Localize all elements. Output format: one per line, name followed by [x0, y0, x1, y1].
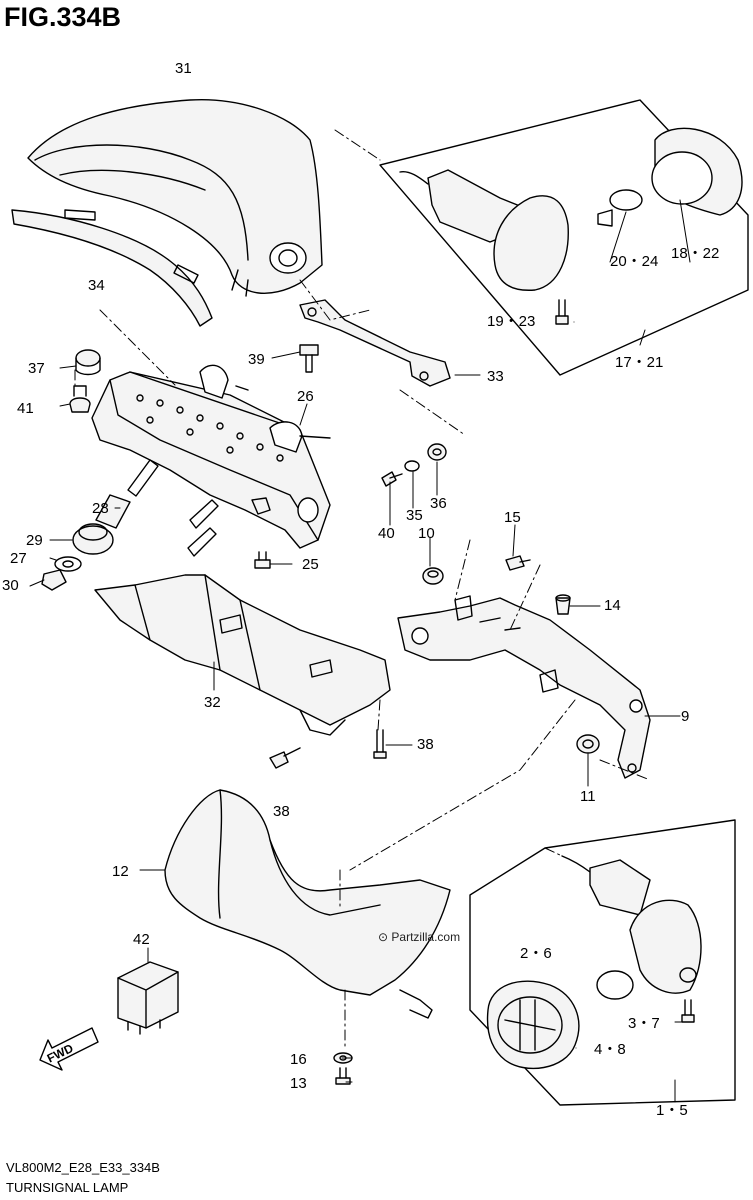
- callout-35: 35: [406, 507, 423, 524]
- callout-11: 11: [580, 788, 596, 805]
- watermark: ⊙ Partzilla.com: [378, 930, 460, 944]
- leader-lines: [29, 199, 691, 1103]
- callout-37: 37: [28, 360, 45, 377]
- watermark-text: Partzilla.com: [391, 930, 461, 944]
- small-fasteners: [422, 555, 600, 754]
- callout-labels: 31 34 37 41 39 26 33 17・21 19・23 20・24 1…: [2, 60, 719, 1119]
- front-turnsignal-assembly: [469, 819, 736, 1106]
- callout-26: 26: [297, 388, 314, 405]
- callout-17-21: 17・21: [615, 354, 663, 371]
- callout-4-8: 4・8: [594, 1041, 626, 1058]
- fwd-arrow: [39, 1027, 99, 1071]
- callout-13: 13: [290, 1075, 307, 1092]
- callout-38-b: 38: [273, 803, 290, 820]
- callout-3-7: 3・7: [628, 1015, 660, 1032]
- lamp-bracket-part: [299, 299, 451, 387]
- grommet-parts: [69, 349, 101, 413]
- callout-2-6: 2・6: [520, 945, 552, 962]
- callout-15: 15: [504, 509, 521, 526]
- support-bracket-part: [91, 364, 331, 549]
- fender-cover-part: [27, 98, 323, 297]
- callout-38-a: 38: [417, 736, 434, 753]
- callout-19-23: 19・23: [487, 313, 535, 330]
- callout-33: 33: [487, 368, 504, 385]
- callout-28: 28: [92, 500, 109, 517]
- callout-9: 9: [681, 708, 689, 725]
- callout-10: 10: [418, 525, 435, 542]
- figure-subtitle: TURNSIGNAL LAMP: [6, 1180, 129, 1195]
- figure-code: VL800M2_E28_E33_334B: [6, 1160, 160, 1175]
- callout-34: 34: [88, 277, 105, 294]
- callout-39: 39: [248, 351, 265, 368]
- callout-14: 14: [604, 597, 621, 614]
- mount-bracket-part: [397, 595, 651, 779]
- callout-36: 36: [430, 495, 447, 512]
- callout-30: 30: [2, 577, 19, 594]
- relay-part: [117, 961, 179, 1035]
- callout-32: 32: [204, 694, 221, 711]
- callout-41: 41: [17, 400, 34, 417]
- callout-40: 40: [378, 525, 395, 542]
- callout-18-22: 18・22: [671, 245, 719, 262]
- screw-38: [269, 729, 387, 769]
- callout-42: 42: [133, 931, 150, 948]
- bolt-39: [299, 344, 319, 373]
- stud-bolts: [127, 459, 219, 557]
- spacer-grommet-parts: [41, 494, 131, 591]
- reference-lines: [74, 129, 651, 1051]
- trim-strip-part: [11, 209, 213, 327]
- bolt-25: [254, 551, 271, 569]
- figure-title: FIG.334B: [4, 2, 122, 32]
- callout-25: 25: [302, 556, 319, 573]
- screw-washer-collar: [381, 443, 447, 487]
- rear-turnsignal-assembly: [379, 99, 749, 376]
- callout-31: 31: [175, 60, 192, 77]
- callout-12: 12: [112, 863, 129, 880]
- callout-29: 29: [26, 532, 43, 549]
- callout-1-5: 1・5: [656, 1102, 688, 1119]
- callout-27: 27: [10, 550, 27, 567]
- lower-cover-part: [94, 574, 391, 736]
- front-cover-part: [164, 789, 451, 1019]
- callout-20-24: 20・24: [610, 253, 658, 270]
- callout-16: 16: [290, 1051, 307, 1068]
- watermark-icon: ⊙: [378, 930, 389, 944]
